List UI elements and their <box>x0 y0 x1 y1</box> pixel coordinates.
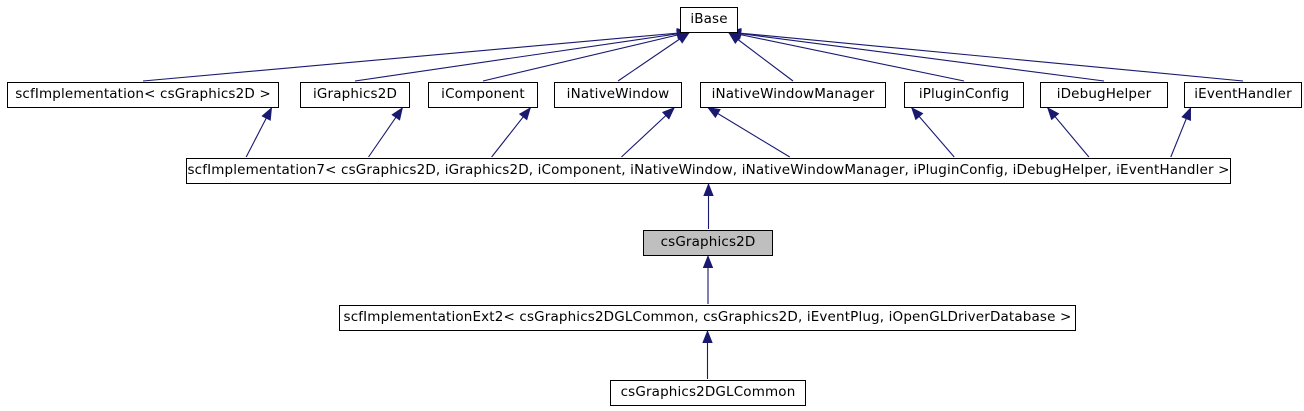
inheritance-arrowhead-scfImplementation7-to-iGraphics2D <box>391 107 403 121</box>
class-node-label: iGraphics2D <box>312 86 397 103</box>
class-node-label: scfImplementation< csGraphics2D > <box>15 86 271 103</box>
class-node-label: iPluginConfig <box>918 86 1010 103</box>
inheritance-edge-scfImplementation7-to-iPluginConfig <box>910 106 955 158</box>
inheritance-edge-scfImplementation7-to-iGraphics2D <box>368 106 404 158</box>
inheritance-arrowhead-iNativeWindowManager-to-iBase <box>728 32 742 44</box>
inheritance-edge-scfImplementation7-to-iDebugHelper <box>1046 106 1090 158</box>
inheritance-arrowhead-scfImplementation7-to-iDebugHelper <box>1047 107 1060 121</box>
class-node-label: csGraphics2D <box>660 234 756 251</box>
class-node-iNativeWindow[interactable]: iNativeWindow <box>554 82 682 108</box>
class-node-label: scfImplementationExt2< csGraphics2DGLCom… <box>343 309 1072 326</box>
inheritance-edge-iNativeWindow-to-iBase <box>617 31 691 82</box>
class-node-label: iDebugHelper <box>1056 86 1152 103</box>
class-node-iComponent[interactable]: iComponent <box>428 82 538 108</box>
inheritance-arrowhead-csGraphics2DGLCommon-to-scfImplementationExt2 <box>702 330 713 343</box>
inheritance-edge-scfImplementation7-to-iComponent <box>491 106 532 158</box>
inheritance-edge-scfImplementation7-to-scfImplementation <box>245 106 273 158</box>
inheritance-arrowhead-scfImplementationExt2-to-csGraphics2D <box>702 255 714 268</box>
class-node-iPluginConfig[interactable]: iPluginConfig <box>904 82 1024 108</box>
class-node-scfImplementation7[interactable]: scfImplementation7< csGraphics2D, iGraph… <box>186 158 1231 184</box>
inheritance-arrowhead-scfImplementation7-to-iPluginConfig <box>911 107 924 121</box>
inheritance-edge-scfImplementation7-to-iNativeWindowManager <box>706 106 791 158</box>
class-node-csGraphics2DGLCommon[interactable]: csGraphics2DGLCommon <box>610 380 806 406</box>
class-node-label: iBase <box>690 11 728 28</box>
class-node-label: scfImplementation7< csGraphics2D, iGraph… <box>187 162 1230 179</box>
class-node-label: iNativeWindowManager <box>711 86 875 103</box>
class-node-csGraphics2D[interactable]: csGraphics2D <box>643 230 773 256</box>
class-node-iBase[interactable]: iBase <box>680 7 738 33</box>
class-node-scfImplementationExt2[interactable]: scfImplementationExt2< csGraphics2DGLCom… <box>339 305 1076 331</box>
inheritance-arrowhead-iNativeWindow-to-iBase <box>676 32 690 44</box>
inheritance-edge-iPluginConfig-to-iBase <box>727 31 965 82</box>
inheritance-edge-iEventHandler-to-iBase <box>727 31 1244 82</box>
class-node-label: csGraphics2DGLCommon <box>620 384 796 401</box>
class-node-iGraphics2D[interactable]: iGraphics2D <box>300 82 410 108</box>
inheritance-edge-iNativeWindowManager-to-iBase <box>727 31 794 82</box>
inheritance-arrowhead-scfImplementation7-to-scfImplementation <box>261 107 272 121</box>
class-node-label: iNativeWindow <box>566 86 670 103</box>
class-node-iEventHandler[interactable]: iEventHandler <box>1184 82 1302 108</box>
inheritance-edge-iDebugHelper-to-iBase <box>727 31 1105 82</box>
inheritance-arrowhead-scfImplementation7-to-iNativeWindow <box>661 107 675 120</box>
class-node-scfImplementation[interactable]: scfImplementation< csGraphics2D > <box>7 82 279 108</box>
inheritance-edge-iComponent-to-iBase <box>482 31 691 82</box>
inheritance-edge-scfImplementation7-to-iEventHandler <box>1170 106 1192 158</box>
class-node-label: iEventHandler <box>1194 86 1292 103</box>
class-node-iDebugHelper[interactable]: iDebugHelper <box>1040 82 1168 108</box>
class-node-iNativeWindowManager[interactable]: iNativeWindowManager <box>700 82 886 108</box>
inheritance-arrowhead-scfImplementation7-to-iNativeWindowManager <box>707 107 721 119</box>
class-node-label: iComponent <box>441 86 525 103</box>
inheritance-edge-scfImplementation-to-iBase <box>142 31 691 82</box>
inheritance-arrowhead-scfImplementation7-to-iEventHandler <box>1181 107 1191 122</box>
inheritance-edge-iGraphics2D-to-iBase <box>354 31 691 82</box>
inheritance-edge-scfImplementation7-to-iNativeWindow <box>621 106 676 158</box>
inheritance-arrowhead-scfImplementation7-to-iComponent <box>518 107 531 121</box>
inheritance-arrowhead-csGraphics2D-to-scfImplementation7 <box>703 183 714 196</box>
